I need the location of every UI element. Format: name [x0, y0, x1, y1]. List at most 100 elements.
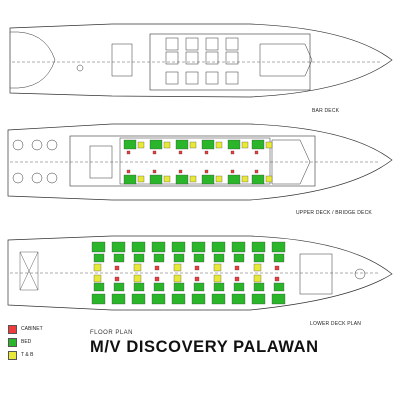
- cabinet: [194, 276, 200, 282]
- toilet-and-bath: [173, 274, 182, 283]
- toilet-and-bath: [163, 175, 171, 183]
- lower-deck-fixture: [354, 268, 366, 280]
- cabinet: [194, 265, 200, 271]
- bed: [151, 293, 166, 305]
- title-block: FLOOR PLAN M/V DISCOVERY PALAWAN: [90, 330, 319, 357]
- bed: [201, 174, 215, 185]
- bar-deck-fitting: [76, 64, 84, 72]
- cabinet: [154, 265, 160, 271]
- bed: [133, 253, 145, 263]
- bed: [111, 293, 126, 305]
- toilet-and-bath: [133, 263, 142, 272]
- toilet-and-bath: [253, 274, 262, 283]
- cabinet: [154, 276, 160, 282]
- bed: [151, 241, 166, 253]
- bed: [91, 293, 106, 305]
- cabinet: [152, 150, 157, 155]
- bed: [173, 282, 185, 292]
- bed: [153, 253, 165, 263]
- bar-deck-stair: [111, 43, 133, 77]
- bed: [93, 282, 105, 292]
- bar-deck-bridge: [259, 43, 313, 77]
- cabinet: [204, 169, 209, 174]
- bed: [251, 241, 266, 253]
- cabinet: [234, 265, 240, 271]
- lower-deck-label: LOWER DECK PLAN: [310, 321, 362, 327]
- cabinet: [230, 169, 235, 174]
- toilet-and-bath: [213, 274, 222, 283]
- bed: [149, 174, 163, 185]
- cabinet: [254, 150, 259, 155]
- cabinet: [126, 169, 131, 174]
- bed: [175, 174, 189, 185]
- upper-deck-cabin-block: [119, 137, 271, 185]
- toilet-and-bath: [265, 175, 273, 183]
- toilet-swatch: [8, 350, 17, 360]
- bed: [271, 241, 286, 253]
- upper-deck-house: [69, 135, 316, 187]
- bed: [251, 293, 266, 305]
- bed: [149, 139, 163, 150]
- lower-deck-cabins: [91, 241, 286, 305]
- floor-plan-caption: FLOOR PLAN: [90, 330, 134, 336]
- legend-cabinet-label: CABINET: [21, 326, 43, 332]
- upper-deck-round-tables: [12, 139, 58, 184]
- bed: [253, 282, 265, 292]
- bed: [253, 253, 265, 263]
- upper-deck-drawing: [7, 123, 393, 201]
- bed: [193, 282, 205, 292]
- lower-deck-lounge: [299, 253, 333, 295]
- lower-deck-drawing: [7, 235, 393, 311]
- cabinet: [114, 265, 120, 271]
- bed: [131, 241, 146, 253]
- toilet-and-bath: [189, 175, 197, 183]
- bed: [123, 139, 137, 150]
- bar-deck-house: [149, 33, 311, 91]
- bed: [201, 139, 215, 150]
- bed: [111, 241, 126, 253]
- cabinet: [204, 150, 209, 155]
- legend-cabinet: CABINET: [8, 324, 43, 334]
- legend-bed-label: BED: [21, 339, 32, 345]
- toilet-and-bath: [133, 274, 142, 283]
- bar-deck-tables: [165, 37, 239, 85]
- bed: [171, 241, 186, 253]
- toilet-and-bath: [241, 175, 249, 183]
- toilet-and-bath: [93, 263, 102, 272]
- bed: [191, 241, 206, 253]
- bed: [251, 174, 265, 185]
- upper-deck-hull: [7, 123, 393, 201]
- toilet-and-bath: [215, 175, 223, 183]
- bed: [171, 293, 186, 305]
- lower-deck-hull: [7, 235, 393, 311]
- toilet-and-bath: [213, 263, 222, 272]
- cabinet: [274, 276, 280, 282]
- lower-deck-engine-room: [19, 251, 39, 291]
- cabinet: [274, 265, 280, 271]
- bar-deck-hull: [9, 23, 393, 98]
- bed: [153, 282, 165, 292]
- bed: [231, 293, 246, 305]
- toilet-and-bath: [93, 274, 102, 283]
- bed: [193, 253, 205, 263]
- bed: [273, 253, 285, 263]
- bed: [93, 253, 105, 263]
- legend: CABINET BED T & B: [8, 324, 43, 364]
- toilet-and-bath: [253, 263, 262, 272]
- bed: [251, 139, 265, 150]
- bed: [227, 174, 241, 185]
- bed: [175, 139, 189, 150]
- cabinet: [230, 150, 235, 155]
- bed: [227, 139, 241, 150]
- bed: [91, 241, 106, 253]
- toilet-and-bath: [137, 141, 145, 149]
- toilet-and-bath: [265, 141, 273, 149]
- bar-deck-stern-curve: [9, 31, 56, 89]
- bed: [113, 253, 125, 263]
- bed: [123, 174, 137, 185]
- toilet-and-bath: [215, 141, 223, 149]
- bed: [211, 241, 226, 253]
- bed: [231, 241, 246, 253]
